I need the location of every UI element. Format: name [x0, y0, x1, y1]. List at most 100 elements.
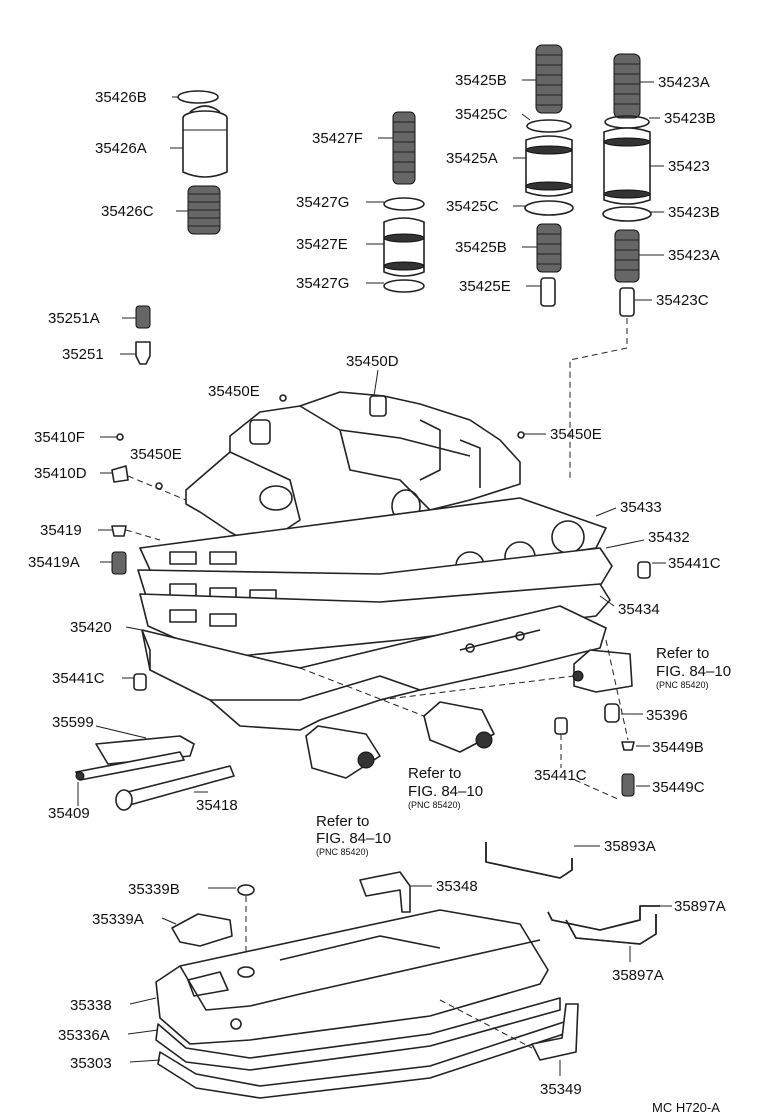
- label-35339B: 35339B: [128, 881, 180, 898]
- part-35423B-o-ring-bottom: [602, 206, 652, 222]
- label-35449B: 35449B: [652, 739, 704, 756]
- label-35450E-top: 35450E: [208, 383, 260, 400]
- label-35427E: 35427E: [296, 236, 348, 253]
- part-35396-plug: [604, 703, 620, 723]
- part-35251-plug: [135, 341, 151, 365]
- label-35423: 35423: [668, 158, 710, 175]
- label-35450E-right: 35450E: [550, 426, 602, 443]
- part-35425B-spring-bottom: [536, 223, 562, 273]
- label-35425C-bottom: 35425C: [446, 198, 499, 215]
- part-35409-manual-valve: [75, 751, 185, 781]
- label-35410F: 35410F: [34, 429, 85, 446]
- label-35427G-top: 35427G: [296, 194, 349, 211]
- label-35425E: 35425E: [459, 278, 511, 295]
- part-35423A-spring-top: [613, 53, 641, 119]
- label-35349: 35349: [540, 1081, 582, 1098]
- part-35441C-pin-center: [554, 717, 568, 735]
- part-35441C-pin-left: [133, 673, 147, 691]
- part-35251A-spring: [135, 305, 151, 329]
- label-35423A-bottom: 35423A: [668, 247, 720, 264]
- label-35303: 35303: [70, 1055, 112, 1072]
- part-35336A-pan-gasket: [155, 997, 561, 1071]
- label-35450D: 35450D: [346, 353, 399, 370]
- part-35426B-o-ring: [177, 90, 219, 104]
- refer-note-left-line2: FIG. 84–10: [316, 830, 391, 847]
- solenoid-right: [572, 649, 633, 693]
- label-35432: 35432: [648, 529, 690, 546]
- label-35441C-right: 35441C: [668, 555, 721, 572]
- part-35425C-o-ring-top: [526, 119, 572, 133]
- part-35450D-upper-valve-body: [185, 391, 521, 559]
- label-35426C: 35426C: [101, 203, 154, 220]
- label-35409: 35409: [48, 805, 90, 822]
- label-35425A: 35425A: [446, 150, 498, 167]
- part-35897A-tubes: [547, 905, 660, 945]
- refer-note-center-line3: (PNC 85420): [408, 800, 461, 810]
- label-35419: 35419: [40, 522, 82, 539]
- part-35423C-pin: [619, 287, 635, 317]
- label-35425B-top: 35425B: [455, 72, 507, 89]
- label-35420: 35420: [70, 619, 112, 636]
- label-35897A-top: 35897A: [674, 898, 726, 915]
- label-35251: 35251: [62, 346, 104, 363]
- label-35419A: 35419A: [28, 554, 80, 571]
- label-35427G-bottom: 35427G: [296, 275, 349, 292]
- part-35425A-sleeve: [525, 135, 573, 197]
- label-35450E-left: 35450E: [130, 446, 182, 463]
- drawing-code: MC H720-A: [652, 1100, 720, 1115]
- label-35441C-center: 35441C: [534, 767, 587, 784]
- part-35423-sleeve: [603, 127, 651, 205]
- label-35425C-top: 35425C: [455, 106, 508, 123]
- refer-note-center-line2: FIG. 84–10: [408, 783, 483, 800]
- part-35419A-spring: [111, 551, 127, 575]
- part-35348-bracket: [359, 871, 411, 913]
- refer-note-center: Refer to FIG. 84–10 (PNC 85420): [408, 765, 483, 810]
- label-35893A: 35893A: [604, 838, 656, 855]
- label-35423B-top: 35423B: [664, 110, 716, 127]
- part-35441C-pin-right: [637, 561, 651, 579]
- label-35396: 35396: [646, 707, 688, 724]
- part-35893A-tube: [485, 842, 573, 879]
- label-35423C: 35423C: [656, 292, 709, 309]
- part-35425E-pin: [540, 277, 556, 307]
- part-35425B-spring-top: [535, 44, 563, 114]
- part-35427E-sleeve: [383, 217, 425, 277]
- label-35427F: 35427F: [312, 130, 363, 147]
- solenoid-left: [305, 725, 381, 779]
- label-35441C-left: 35441C: [52, 670, 105, 687]
- part-35419-check-ball: [111, 525, 127, 537]
- label-35251A: 35251A: [48, 310, 100, 327]
- label-35348: 35348: [436, 878, 478, 895]
- part-35410D-ball: [111, 465, 129, 483]
- part-35418-valve: [115, 765, 235, 811]
- label-35338: 35338: [70, 997, 112, 1014]
- refer-note-right-line2: FIG. 84–10: [656, 663, 731, 680]
- part-35427G-o-ring-top: [383, 197, 425, 211]
- part-35420-lower-valve-body: [141, 605, 607, 731]
- label-35410D: 35410D: [34, 465, 87, 482]
- label-35426B: 35426B: [95, 89, 147, 106]
- part-35426C-spring: [187, 185, 221, 235]
- label-35423A-top: 35423A: [658, 74, 710, 91]
- refer-note-left-line1: Refer to: [316, 813, 369, 830]
- part-35426A-piston: [182, 105, 228, 178]
- label-35425B-bottom: 35425B: [455, 239, 507, 256]
- label-35449C: 35449C: [652, 779, 705, 796]
- label-35426A: 35426A: [95, 140, 147, 157]
- refer-note-right-line3: (PNC 85420): [656, 680, 709, 690]
- part-35449B-ball: [621, 741, 635, 751]
- part-35349-bracket: [531, 1003, 579, 1061]
- part-35427F-spring: [392, 111, 416, 185]
- solenoid-center: [423, 701, 495, 753]
- part-35339B-gasket: [237, 884, 255, 896]
- label-35336A: 35336A: [58, 1027, 110, 1044]
- part-35449C-spring: [621, 773, 635, 797]
- part-35339A-strainer-gasket: [171, 913, 233, 947]
- part-35427G-o-ring-bottom: [383, 279, 425, 293]
- refer-note-right-line1: Refer to: [656, 645, 709, 662]
- label-35423B-bottom: 35423B: [668, 204, 720, 221]
- part-35338-oil-pan: [155, 909, 549, 1045]
- label-35897A-bottom: 35897A: [612, 967, 664, 984]
